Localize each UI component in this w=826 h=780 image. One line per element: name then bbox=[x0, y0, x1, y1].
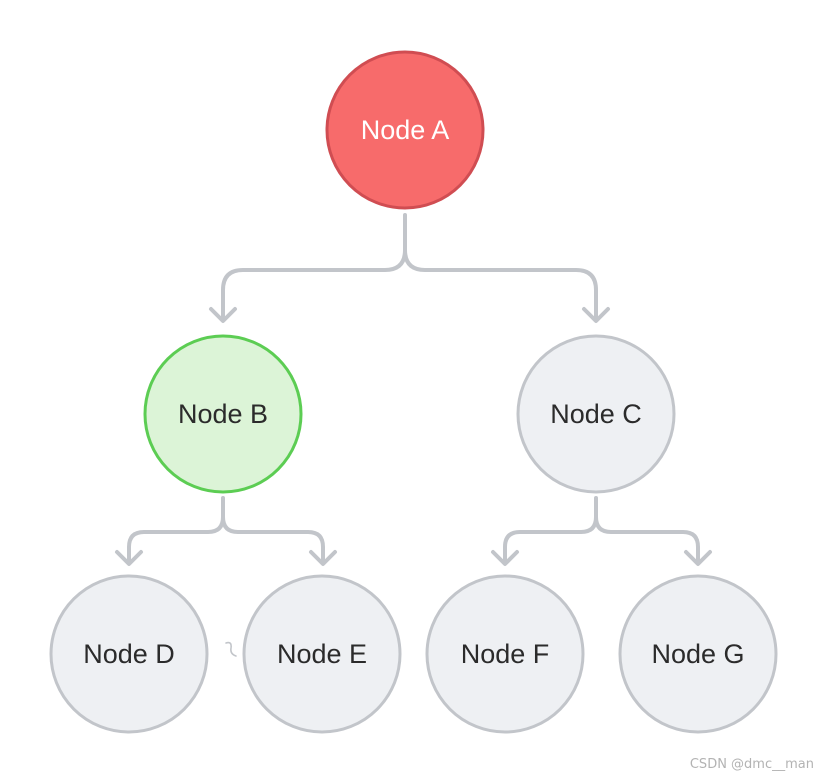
link-glyph-icon bbox=[225, 641, 237, 657]
node-e[interactable]: Node E bbox=[242, 574, 402, 734]
edge-a-b bbox=[221, 213, 407, 322]
arrowhead-c-g bbox=[684, 550, 712, 566]
node-g[interactable]: Node G bbox=[618, 574, 778, 734]
arrowhead-b-d bbox=[115, 550, 143, 566]
edge-c-g bbox=[594, 515, 700, 565]
node-d[interactable]: Node D bbox=[49, 574, 209, 734]
node-g-label: Node G bbox=[651, 639, 744, 669]
arrowhead-b-e bbox=[309, 550, 337, 566]
watermark: CSDN @dmc__man bbox=[689, 757, 814, 772]
node-d-label: Node D bbox=[83, 639, 175, 669]
node-e-label: Node E bbox=[277, 639, 367, 669]
edge-a-c bbox=[403, 248, 598, 322]
node-a[interactable]: Node A bbox=[325, 50, 485, 210]
node-c[interactable]: Node C bbox=[516, 334, 676, 494]
node-b-label: Node B bbox=[178, 399, 268, 429]
arrowhead-c-f bbox=[491, 550, 519, 566]
edge-b-d bbox=[127, 496, 225, 565]
arrowhead-a-b bbox=[209, 307, 237, 323]
node-f-label: Node F bbox=[461, 639, 550, 669]
edge-b-e bbox=[221, 515, 325, 565]
node-a-label: Node A bbox=[361, 115, 450, 145]
connectors bbox=[115, 213, 712, 566]
node-f[interactable]: Node F bbox=[425, 574, 585, 734]
edge-c-f bbox=[503, 496, 598, 565]
node-c-label: Node C bbox=[550, 399, 642, 429]
arrowhead-a-c bbox=[582, 307, 610, 323]
node-b[interactable]: Node B bbox=[143, 334, 303, 494]
